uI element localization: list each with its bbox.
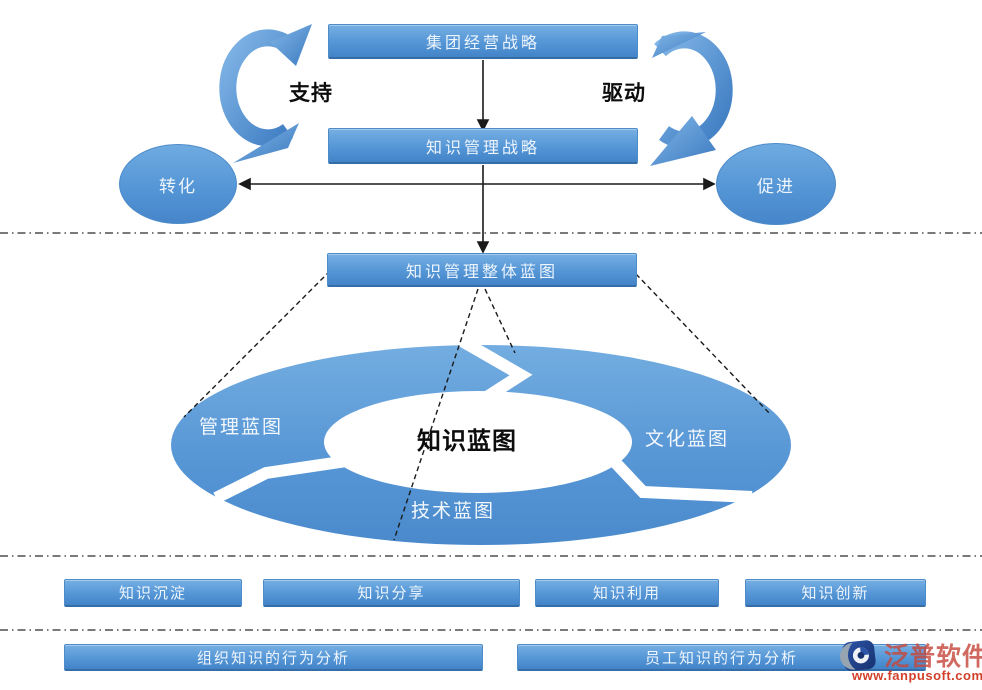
ring-break-bottom-right-chevron — [607, 454, 753, 503]
fanpu-logo-icon — [840, 640, 876, 671]
box-group-strategy: 集团经营战略 — [328, 24, 638, 59]
support-cycle-arrow-icon — [219, 24, 312, 163]
box-knowledge-utilization: 知识利用 — [535, 579, 719, 607]
section-dividers — [0, 232, 982, 631]
watermark-brand-text: 泛普软件 — [884, 643, 982, 671]
ring-inner-hole — [324, 391, 632, 493]
down-arrowhead-icon — [476, 241, 490, 254]
drive-cycle-arrow-icon — [650, 31, 733, 166]
dashed-connector-bottom — [393, 288, 479, 541]
box-km-strategy: 知识管理战略 — [328, 128, 638, 164]
dashed-connectors — [183, 270, 772, 541]
down-arrowhead-icon — [476, 119, 490, 132]
ellipse-promote: 促进 — [716, 143, 836, 225]
dashed-connector-center — [484, 288, 516, 354]
label-drive: 驱动 — [602, 82, 646, 105]
ring-label-knowledge-center: 知识蓝图 — [417, 428, 517, 455]
ring-label-management: 管理蓝图 — [199, 417, 284, 438]
blueprint-ring — [171, 335, 791, 545]
ring-break-top-chevron — [459, 335, 533, 417]
box-knowledge-sharing: 知识分享 — [263, 579, 520, 607]
box-knowledge-accumulation: 知识沉淀 — [64, 579, 242, 607]
label-support: 支持 — [289, 82, 333, 105]
ellipse-transform: 转化 — [119, 144, 237, 224]
box-overall-blueprint: 知识管理整体蓝图 — [327, 253, 637, 287]
ring-break-bottom-left-chevron — [213, 455, 348, 504]
straight-connectors — [238, 60, 716, 254]
left-arrowhead-icon — [238, 177, 251, 191]
dashed-connector-right — [635, 273, 772, 416]
box-knowledge-innovation: 知识创新 — [745, 579, 926, 607]
box-org-knowledge-analysis: 组织知识的行为分析 — [64, 644, 483, 671]
ring-label-technology: 技术蓝图 — [411, 501, 496, 522]
watermark-url-text: www.fanpusoft.com — [852, 668, 982, 683]
ring-label-culture: 文化蓝图 — [645, 429, 730, 450]
right-arrowhead-icon — [703, 177, 716, 191]
dashed-connector-left — [183, 270, 331, 418]
fanpu-watermark: 泛普软件 www.fanpusoft.com — [840, 637, 982, 690]
